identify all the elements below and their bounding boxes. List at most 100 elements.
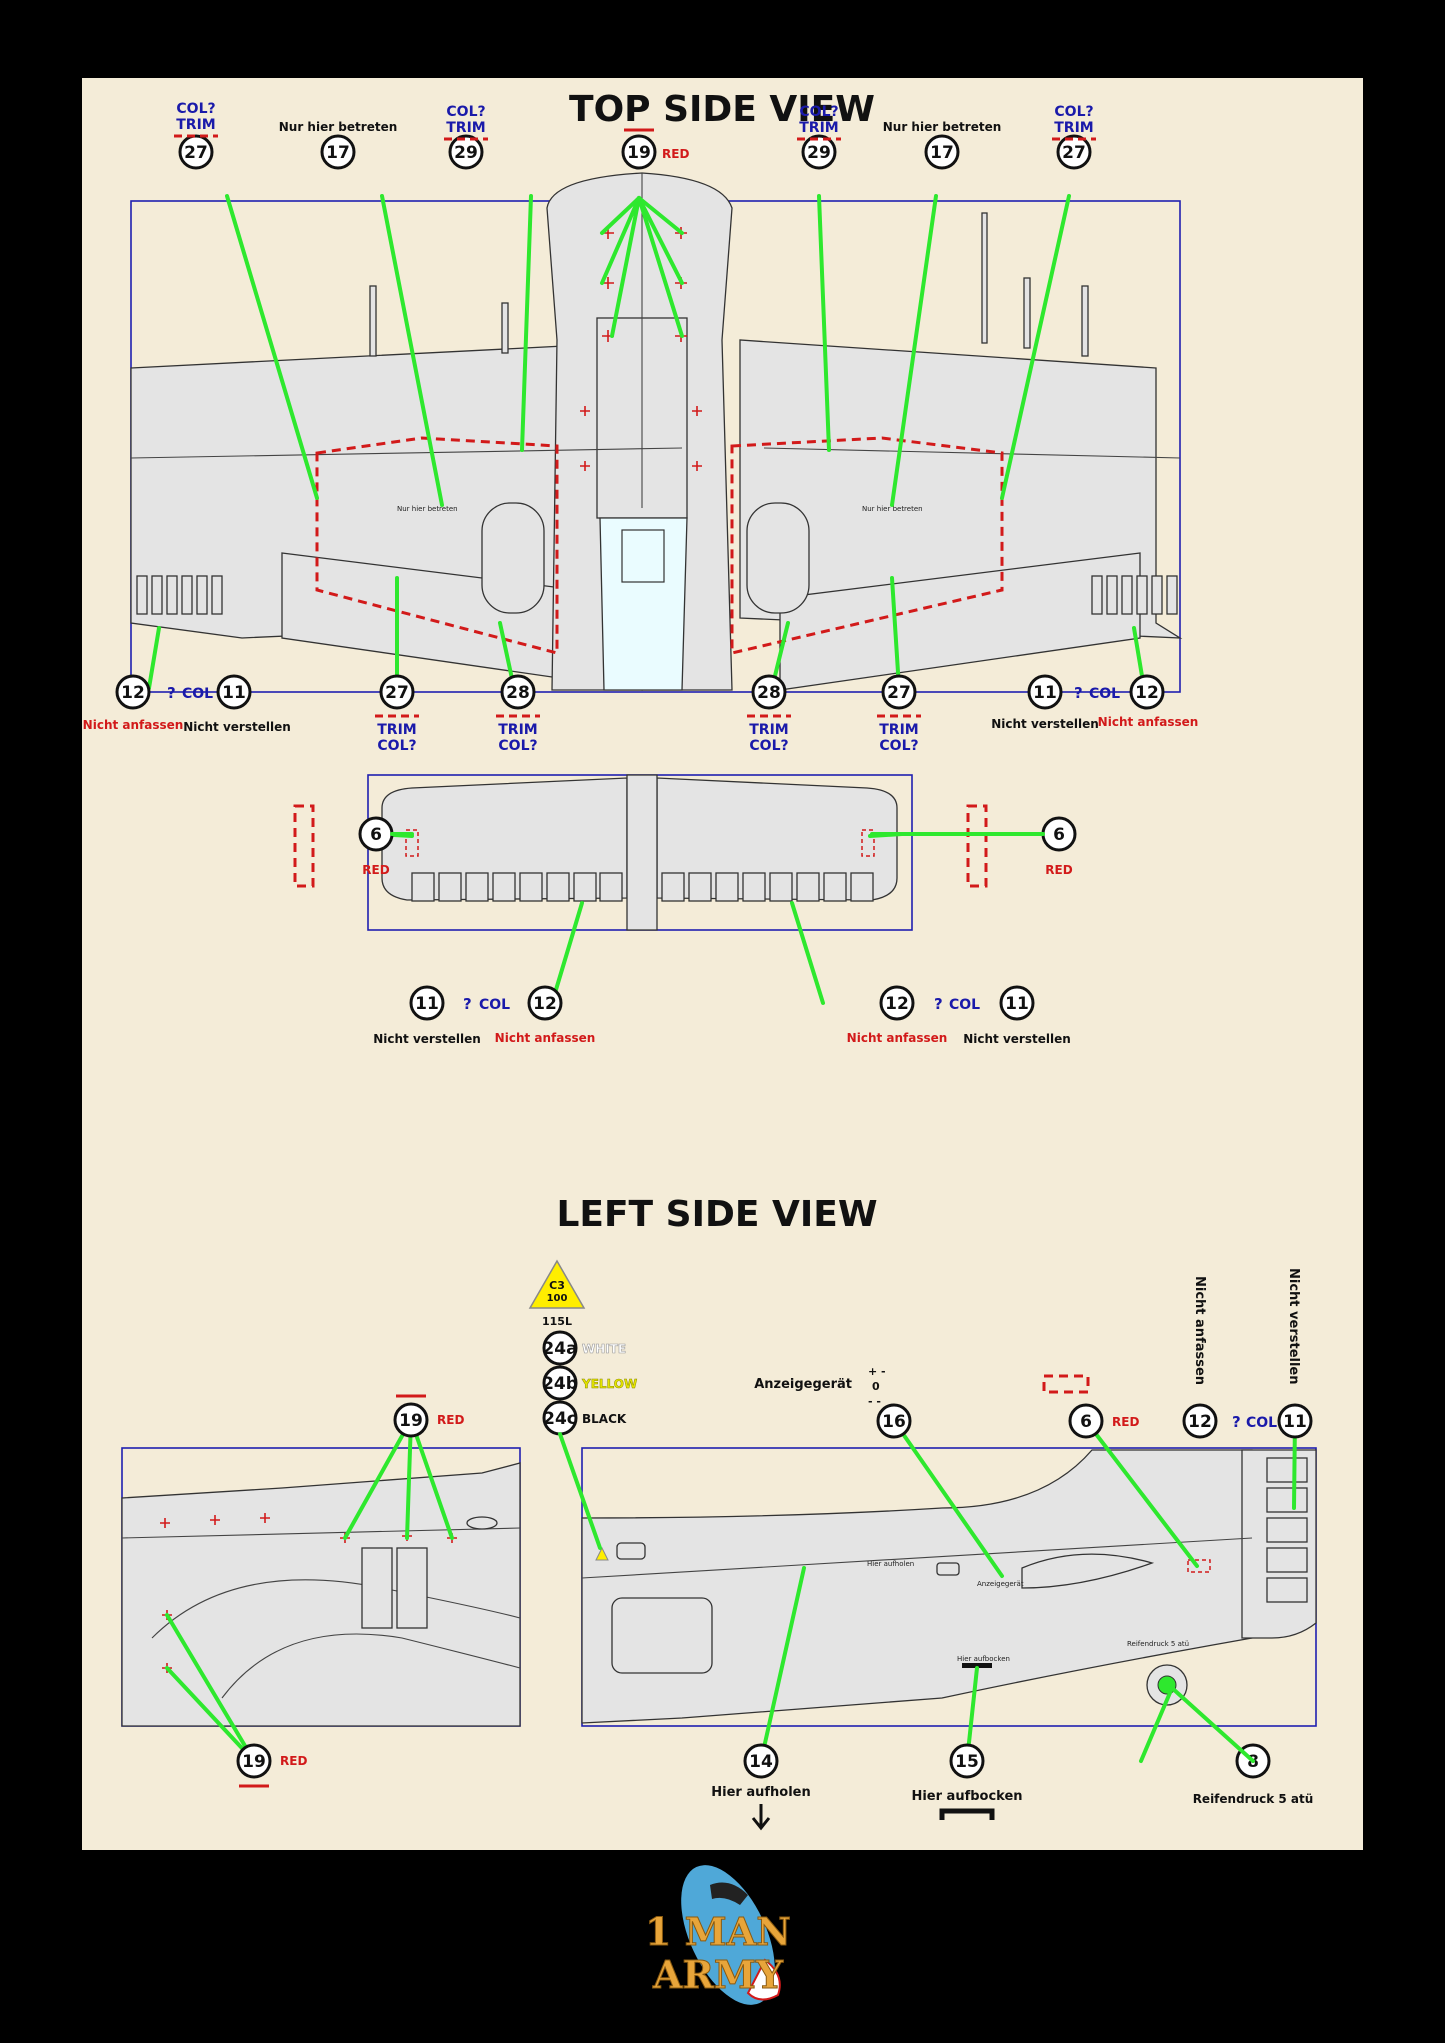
label-gauge-minus: - - [868,1395,881,1408]
nose-side-view [121,1462,521,1727]
fuselage-labels: Anzeigegerät + - 0 - - RED ? COL Nicht a… [711,1268,1313,1831]
jack-bar-icon [939,1808,995,1820]
callout-19-top: 19 [627,143,651,163]
left-view-title: LEFT SIDE VIEW [556,1194,877,1235]
logo-flame-icon [746,1958,781,2001]
down-arrow-icon [751,1804,771,1831]
label-nicht-anfassen-tail-right: Nicht anfassen [847,1031,948,1045]
callout-27-bottom-left: 27 [385,683,409,703]
callout-12-tail-right: 12 [885,994,909,1014]
walkway-right-outline [730,436,1004,655]
logo-text-line1: 1 MAN [645,1909,791,1954]
callout-6-tail-right: 6 [1053,825,1065,845]
label-nicht-anfassen-tail-left: Nicht anfassen [495,1031,596,1045]
tiny-hier-aufholen: Hier aufholen [867,1560,914,1568]
callout-6-side: 6 [1080,1412,1092,1432]
tail-top-view [293,774,988,931]
label-question-bottom-left: ? [167,684,176,702]
callout-19-nose-bottom: 19 [242,1752,266,1772]
label-trim-27-bottom-right: TRIM [879,722,918,738]
aircraft-top-view: Nur hier betreten Nur hier betreten [130,172,1183,691]
callout-27-top-right: 27 [1062,143,1086,163]
placement-diagram: TOP SIDE VIEW [83,89,1317,1831]
tiny-walkway-label-right: Nur hier betreten [862,505,923,513]
one-man-army-logo: 1 MAN ARMY [645,1865,791,2005]
label-red-19-nose-bottom: RED [280,1754,307,1768]
label-col-bottom-left: COL [182,686,213,702]
label-anzeigegeraet: Anzeigegerät [754,1377,852,1392]
label-hier-aufholen: Hier aufholen [711,1785,811,1800]
nose-leaders [165,1418,454,1763]
callout-24c: 24c [543,1409,577,1429]
label-col-tail-left: COL [479,997,510,1013]
label-yellow: YELLOW [581,1377,637,1391]
callout-11-tail-left: 11 [415,994,439,1014]
callout-6-tail-left: 6 [370,825,382,845]
logo-background-shape [681,1865,775,2005]
label-nicht-anfassen-top-right: Nicht anfassen [1098,715,1199,729]
fuel-100-text: 100 [547,1293,568,1304]
label-red-19-nose-top: RED [437,1413,464,1427]
label-col-bottom-right: COL [1089,686,1120,702]
tiny-walkway-label-left: Nur hier betreten [397,505,458,513]
fuselage-side-view: Hier aufholen Anzeigegerät Hier aufbocke… [581,1374,1317,1724]
label-nicht-anfassen-top-left: Nicht anfassen [83,718,184,732]
label-gauge-zero: 0 [872,1380,880,1393]
callout-28-bottom-right: 28 [757,683,781,703]
label-walkway-right: Nur hier betreten [883,120,1002,134]
tiny-reifendruck: Reifendruck 5 atü [1127,1640,1189,1648]
label-nicht-verstellen-top-left: Nicht verstellen [183,720,291,734]
label-col-top-29-left: COL? [446,104,485,120]
callout-24a: 24a [542,1339,577,1359]
callout-11-tail-right: 11 [1005,994,1029,1014]
label-hier-aufbocken: Hier aufbocken [911,1789,1022,1804]
label-col-side: COL [1246,1415,1277,1431]
label-col-28-bottom-right: COL? [749,738,788,754]
logo-text-line2: ARMY [652,1952,784,1997]
fuel-115l-text: 115L [542,1315,572,1328]
label-trim-top-29-left: TRIM [446,120,485,136]
fuselage-callouts: 16 6 12 11 14 15 8 [743,1403,1313,1779]
label-trim-top-27-left: TRIM [176,117,215,133]
callout-14: 14 [749,1752,773,1772]
callout-17-top-right: 17 [930,143,954,163]
label-col-tail-right: COL [949,997,980,1013]
callout-12-bottom-right: 12 [1135,683,1159,703]
callout-12-tail-left: 12 [533,994,557,1014]
label-question-tail-left: ? [463,995,472,1013]
top-view-leaders [147,194,1146,690]
label-col-top-29-right: COL? [799,104,838,120]
label-white: WHITE [582,1342,626,1356]
callout-29-top-left: 29 [454,143,478,163]
label-trim-28-bottom-left: TRIM [498,722,537,738]
label-red-6-tail-right: RED [1045,863,1072,877]
callout-12-side: 12 [1188,1412,1212,1432]
fuel-triangle-icon [528,1259,586,1309]
label-col-top-27-left: COL? [176,101,215,117]
fuel-filler-icon [595,1546,609,1561]
label-question-tail-right: ? [934,995,943,1013]
top-view-callouts: 27 17 29 19 29 17 27 12 11 27 28 28 27 1… [115,134,1165,710]
fuel-marking-legend: C3 100 115L 24a WHITE 24b YELLOW 24c BLA… [528,1259,637,1436]
label-trim-28-bottom-right: TRIM [749,722,788,738]
label-col-27-bottom-right: COL? [879,738,918,754]
label-col-top-27-right: COL? [1054,104,1093,120]
label-trim-top-27-right: TRIM [1054,120,1093,136]
label-nicht-verstellen-tail-right: Nicht verstellen [963,1032,1071,1046]
fuel-c3-text: C3 [549,1279,565,1292]
callout-19-nose-top: 19 [399,1411,423,1431]
label-red-19-top: RED [662,147,689,161]
label-nicht-verstellen-tail-left: Nicht verstellen [373,1032,481,1046]
label-trim-27-bottom-left: TRIM [377,722,416,738]
tiny-anzeigegeraet: Anzeigegerät [977,1580,1024,1588]
label-nicht-verstellen-top-right: Nicht verstellen [991,717,1099,731]
callout-15: 15 [955,1752,979,1772]
callout-29-top-right: 29 [807,143,831,163]
label-walkway-left: Nur hier betreten [279,120,398,134]
callout-11-side: 11 [1283,1412,1307,1432]
tail-view-callouts: 6 6 11 12 12 11 [358,816,1077,1021]
callout-12-bottom-left: 12 [121,683,145,703]
label-col-28-bottom-left: COL? [498,738,537,754]
label-red-6-tail-left: RED [362,863,389,877]
decal-placement-sheet: TOP SIDE VIEW [82,78,1363,1850]
